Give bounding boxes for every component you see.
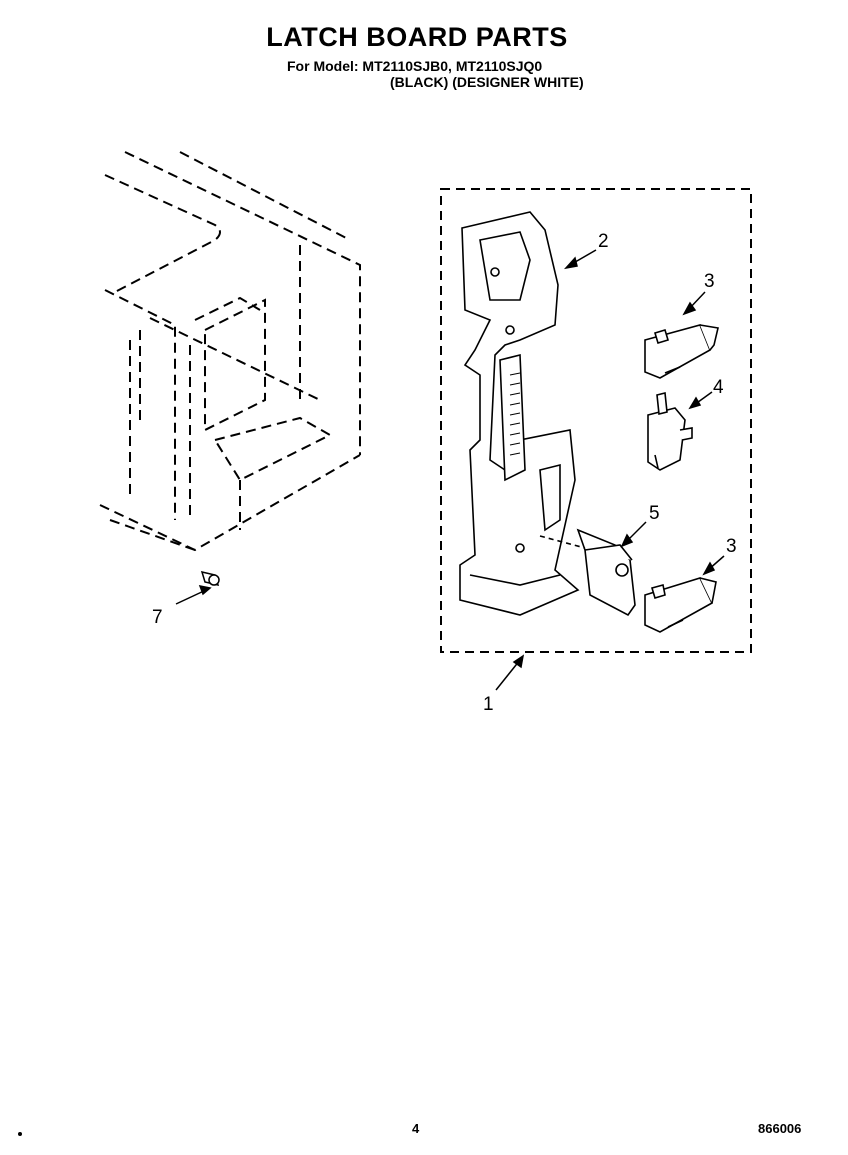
leader-arrows [175,249,725,691]
margin-dot [18,1132,22,1136]
document-number: 866006 [758,1121,802,1136]
microwave-cabinet [99,151,361,552]
interlock-lever [539,528,636,617]
page-number: 4 [412,1121,420,1136]
latch-kit-boundary [440,188,752,653]
micro-switch-bottom [644,577,717,633]
model-line: For Model: MT2110SJB0, MT2110SJQ0 [287,58,543,74]
latch-board [459,211,580,616]
callout-3-top: 3 [704,271,715,292]
callout-4: 4 [713,377,724,398]
color-line: (BLACK) (DESIGNER WHITE) [390,74,584,90]
callout-7: 7 [152,607,163,628]
callout-3-bottom: 3 [726,536,737,557]
latch-board-ridges [509,372,521,456]
page-title: LATCH BOARD PARTS [266,22,568,52]
callout-2: 2 [598,231,609,252]
mounting-screw [200,570,220,587]
micro-switch-top [644,324,719,379]
micro-switch-middle [647,392,693,471]
callout-5: 5 [649,503,660,524]
callout-1: 1 [483,694,494,715]
